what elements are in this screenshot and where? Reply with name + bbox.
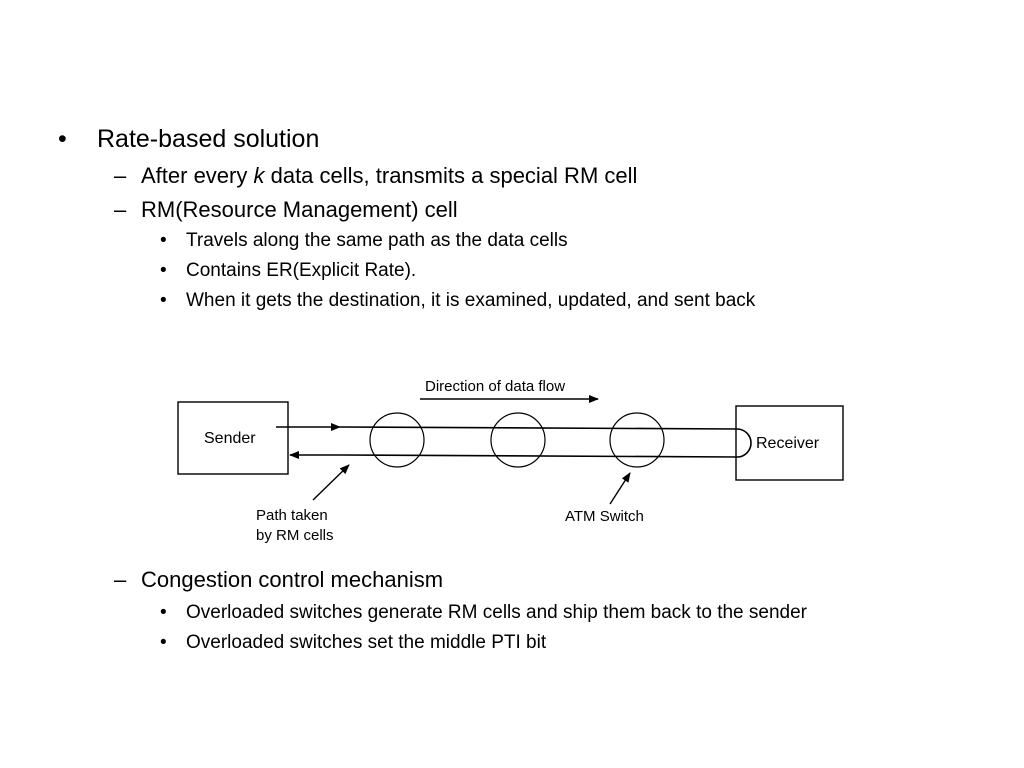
subbullet-rm-cell: RM(Resource Management) cell <box>141 197 458 222</box>
atm-switch-1 <box>369 412 425 468</box>
direction-label: Direction of data flow <box>425 378 565 395</box>
bullet-marker-small: • <box>160 632 167 653</box>
path-label-line2: by RM cells <box>256 527 334 544</box>
atm-switch-3 <box>609 412 665 468</box>
dash-marker: – <box>114 163 127 188</box>
atm-switch-label: ATM Switch <box>565 508 644 525</box>
subsubbullet-contains-er: Contains ER(Explicit Rate). <box>186 260 417 281</box>
bullet-marker-small: • <box>160 260 167 281</box>
text-pre: After every <box>141 163 254 188</box>
receiver-box <box>735 405 844 481</box>
atm-switch-2 <box>490 412 546 468</box>
subbullet-congestion-control: Congestion control mechanism <box>141 567 444 592</box>
variable-k: k <box>253 163 265 188</box>
bullet-marker-small: • <box>160 290 167 311</box>
subbullet-after-every-k: After every k data cells, transmits a sp… <box>141 163 637 189</box>
bullet-marker: • <box>58 125 67 153</box>
path-callout-arrow <box>312 464 350 501</box>
receiver-label: Receiver <box>756 435 820 452</box>
sender-label: Sender <box>204 430 256 447</box>
subsubbullet-set-pti: Overloaded switches set the middle PTI b… <box>186 632 547 653</box>
subsubbullet-when-destination: When it gets the destination, it is exam… <box>186 290 756 311</box>
bullet-marker-small: • <box>160 602 167 623</box>
text-post: data cells, transmits a special RM cell <box>264 163 638 188</box>
bullet-rate-based-solution: Rate-based solution <box>97 125 320 153</box>
subsubbullet-travels: Travels along the same path as the data … <box>186 230 568 251</box>
subsubbullet-generate-rm: Overloaded switches generate RM cells an… <box>186 602 807 623</box>
bullet-marker-small: • <box>160 230 167 251</box>
dash-marker: – <box>114 197 127 222</box>
sender-box <box>177 401 289 475</box>
path-label-line1: Path taken <box>256 507 328 524</box>
rm-path-loop <box>339 426 752 458</box>
dash-marker: – <box>114 567 127 592</box>
switch-callout-arrow <box>609 472 631 505</box>
